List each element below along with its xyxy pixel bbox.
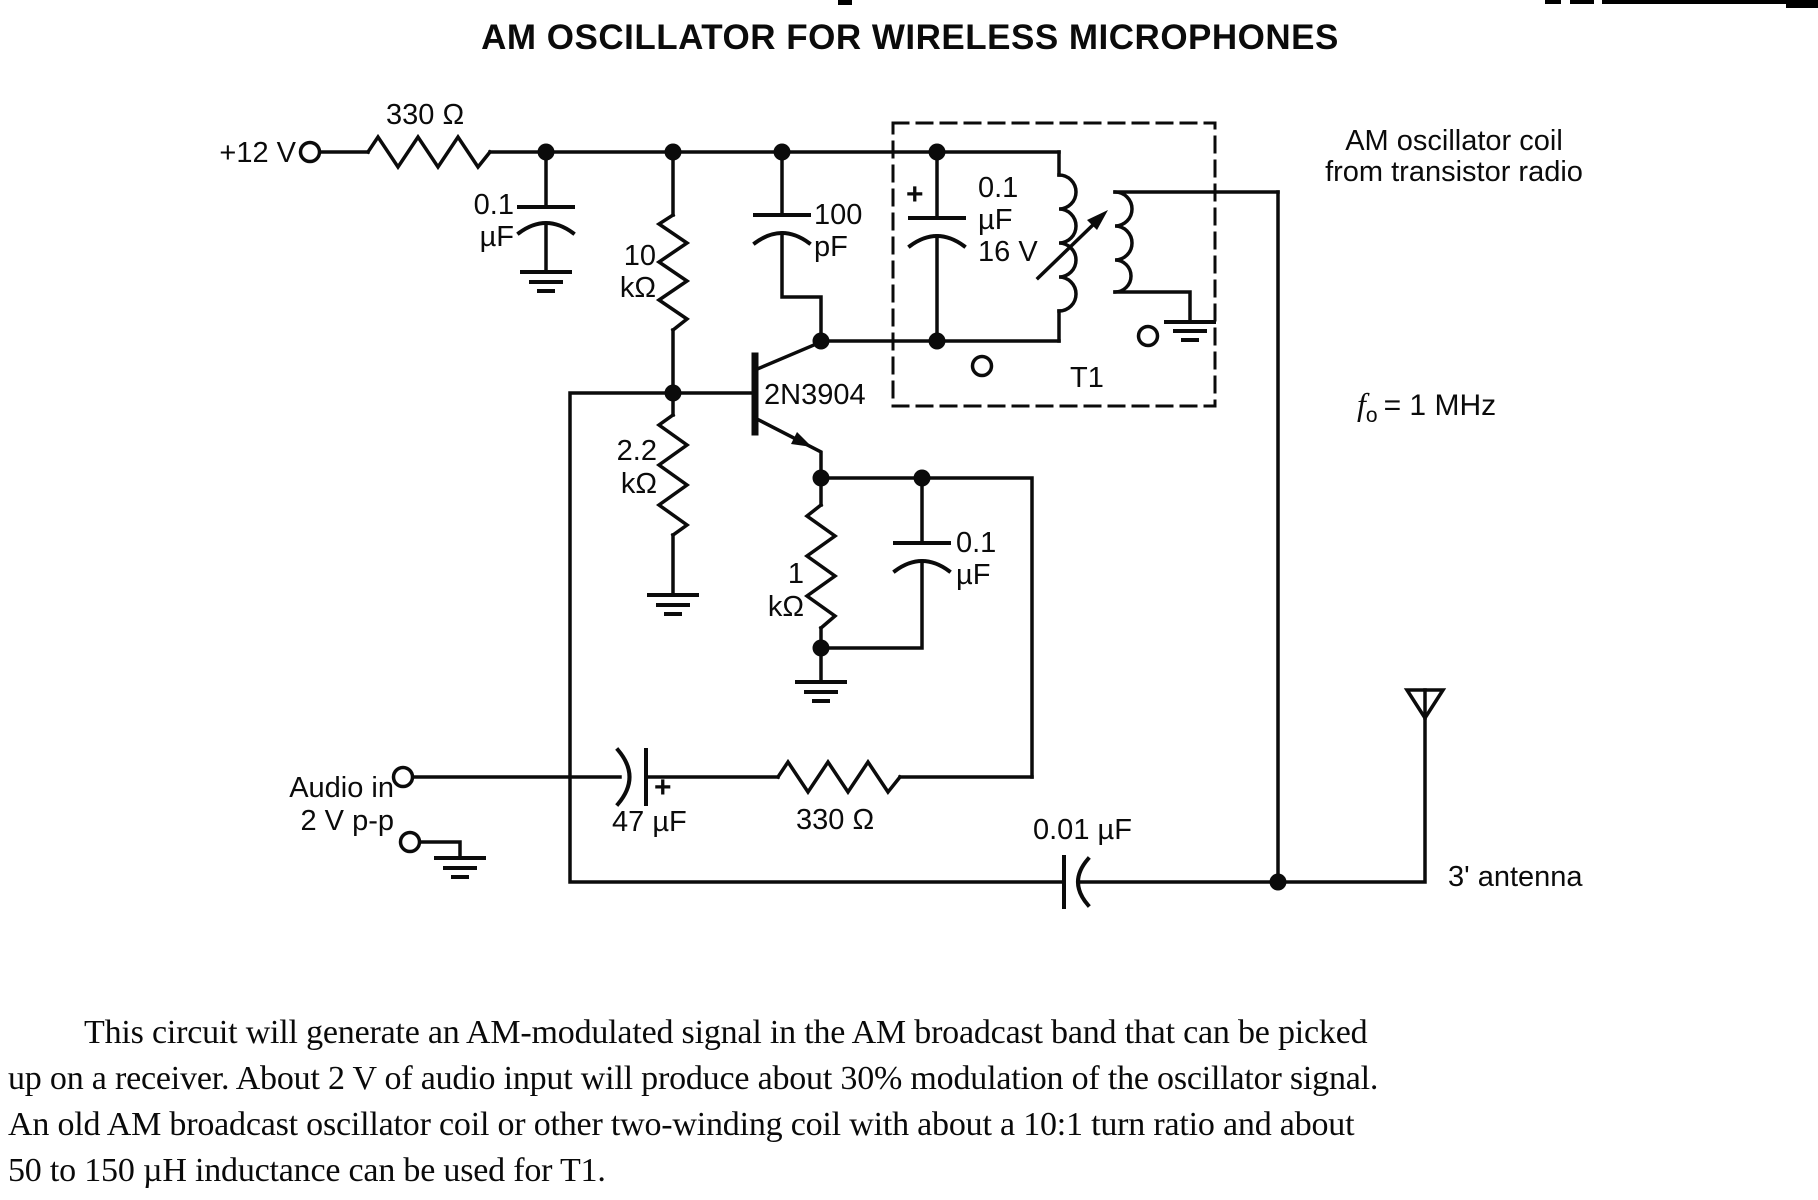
capacitor-47uf-polarity-mark: + — [654, 771, 672, 804]
capacitor-0.1uf-emitter — [819, 476, 952, 650]
caption-line-3: An old AM broadcast oscillator coil or o… — [8, 1106, 1355, 1143]
junction-dots — [537, 143, 1287, 891]
antenna-label: 3' antenna — [1448, 861, 1583, 893]
capacitor-0.1uf-16v-label: 0.1 µF 16 V — [978, 172, 1038, 268]
terminals — [298, 140, 1160, 854]
transistor-2n3904-symbol — [671, 339, 824, 480]
resistor-1k-label: 1 kΩ — [767, 558, 804, 623]
base-feedback-wire — [568, 391, 1066, 884]
caption-line-4: 50 to 150 µH inductance can be used for … — [8, 1152, 606, 1189]
audio-input-label: Audio in 2 V p-p — [289, 772, 394, 837]
ground-symbol-supply — [520, 270, 572, 293]
resistor-330-supply-label: 330 Ω — [386, 99, 465, 131]
transformer-secondary-winding — [1113, 190, 1280, 324]
coil-note: AM oscillator coil from transistor radio — [1325, 125, 1583, 188]
supply-voltage-label: +12 V — [219, 137, 296, 169]
terminal-audio-ground — [398, 830, 422, 854]
capacitor-47uf — [615, 747, 648, 807]
tuning-arrow — [1035, 210, 1108, 281]
terminal-t1-secondary — [1136, 324, 1160, 348]
capacitor-47uf-label: 47 µF — [612, 806, 687, 838]
resistor-330-supply — [365, 133, 493, 171]
resistor-2.2k — [655, 391, 691, 597]
oscillator-frequency-label: fo= 1 MHz — [1357, 386, 1497, 427]
terminal-supply — [298, 140, 322, 164]
terminal-audio-in — [391, 765, 415, 789]
resistor-10k — [655, 150, 691, 395]
capacitor-16v-polarity-mark: + — [906, 178, 924, 211]
capacitor-0.1uf-emitter-label: 0.1 µF — [956, 527, 997, 591]
scan-artifacts — [838, 0, 1818, 8]
page-title: AM OSCILLATOR FOR WIRELESS MICROPHONES — [481, 18, 1339, 57]
resistor-330-audio-label: 330 Ω — [796, 804, 875, 836]
transistor-label: 2N3904 — [764, 379, 866, 411]
transformer-label: T1 — [1070, 362, 1104, 394]
antenna-symbol — [1403, 688, 1447, 722]
ground-symbol-emitter — [795, 680, 847, 703]
transformer-dashed-box — [891, 121, 1217, 408]
resistor-10k-label: 10 kΩ — [619, 240, 656, 304]
emitter-feedback-wire — [819, 476, 1034, 779]
capacitor-0.01uf-label: 0.01 µF — [1033, 814, 1132, 846]
terminal-t1-primary — [970, 354, 994, 378]
ground-symbol-base — [647, 593, 699, 616]
ground-symbol-audio — [434, 856, 486, 879]
caption-line-2: up on a receiver. About 2 V of audio inp… — [8, 1060, 1379, 1097]
ground-symbol-secondary — [1164, 320, 1216, 342]
antenna-wire — [1077, 190, 1427, 884]
resistor-330-audio — [775, 758, 903, 796]
resistor-2.2k-label: 2.2 kΩ — [616, 435, 657, 500]
audio-ground-wire — [417, 840, 462, 860]
capacitor-0.1uf-16v — [907, 150, 967, 343]
capacitor-0.1uf-supply — [516, 150, 576, 274]
capacitor-0.1uf-supply-label: 0.1 µF — [473, 189, 514, 253]
capacitor-100pf — [752, 150, 823, 343]
capacitor-100pf-label: 100 pF — [814, 199, 863, 263]
caption-line-1: This circuit will generate an AM-modulat… — [84, 1014, 1368, 1051]
